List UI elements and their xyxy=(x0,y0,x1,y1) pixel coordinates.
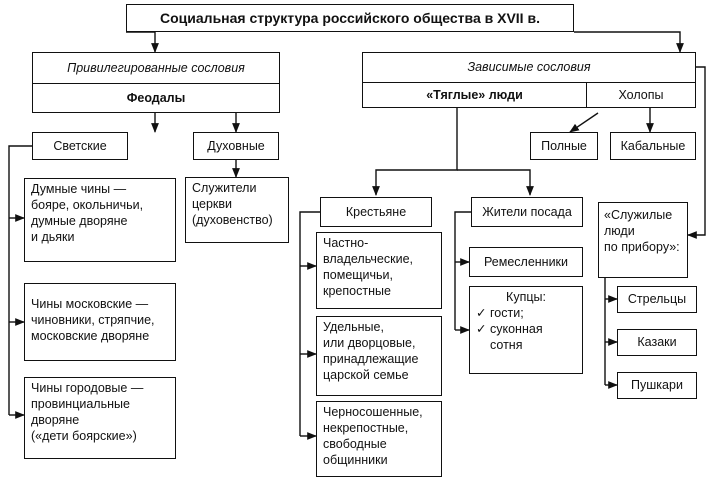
check-icon: ✓ xyxy=(476,306,487,320)
check-icon: ✓ xyxy=(476,322,487,336)
rank-duma-box: Думные чины — бояре, окольничьи, думные … xyxy=(24,178,176,262)
rank-town-box: Чины городовые — провинциальные дворяне … xyxy=(24,377,176,459)
line-town-to-children xyxy=(454,211,471,330)
diagram-title: Социальная структура российского обществ… xyxy=(126,4,574,32)
feudals-label: Феодалы xyxy=(126,91,186,105)
streltsy-box: Стрельцы xyxy=(617,286,697,313)
peasant-private-box: Частно- владельческие, помещичьи, крепос… xyxy=(316,232,442,309)
taxpayers-label: «Тяглые» люди xyxy=(363,83,587,107)
serfs-label: Холопы xyxy=(618,88,664,102)
peasant-crown-box: Удельные, или дворцовые, принадлежащие ц… xyxy=(316,316,442,396)
full-serfs-box: Полные xyxy=(530,132,598,160)
bonded-serfs-box: Кабальные xyxy=(610,132,696,160)
line-secular-to-ranks xyxy=(8,145,32,415)
clergy-box: Духовные xyxy=(193,132,279,160)
arrow-dependent-to-service xyxy=(687,66,706,239)
rank-moscow-box: Чины московские — чиновники, стряпчие, м… xyxy=(24,283,176,361)
arrow-serfs-to-full xyxy=(569,112,599,133)
peasant-free-box: Черносошенные, некрепостные, свободные о… xyxy=(316,401,442,477)
service-people-box: «Служилые люди по прибору»: xyxy=(598,202,688,278)
merchant-item-guests: ✓ гости; xyxy=(476,306,524,320)
gunners-box: Пушкари xyxy=(617,372,697,399)
arrow-title-to-privileged xyxy=(126,31,159,53)
townspeople-box: Жители посада xyxy=(471,197,583,227)
merchants-label: Купцы: xyxy=(506,290,546,304)
arrow-taxpayers-split xyxy=(372,108,458,196)
privileged-estates-box: Привилегированные сословия Феодалы xyxy=(32,52,280,113)
dependent-estates-label: Зависимые сословия xyxy=(363,53,695,83)
artisans-box: Ремесленники xyxy=(469,247,583,277)
merchants-box: Купцы: ✓ гости; ✓ суконная сотня xyxy=(469,286,583,374)
arrow-taxpayers-to-town xyxy=(457,169,534,196)
secular-box: Светские xyxy=(32,132,128,160)
cossacks-box: Казаки xyxy=(617,329,697,356)
line-peasants-to-groups xyxy=(299,211,320,436)
dependent-estates-box: Зависимые сословия «Тяглые» люди Холопы xyxy=(362,52,696,108)
merchant-item-cloth-hundred: ✓ суконная сотня xyxy=(476,322,543,352)
peasants-box: Крестьяне xyxy=(320,197,432,227)
church-servants-box: Служители церкви (духовенство) xyxy=(185,177,289,243)
privileged-estates-label: Привилегированные сословия xyxy=(33,53,279,84)
arrow-title-to-dependent xyxy=(574,31,684,53)
